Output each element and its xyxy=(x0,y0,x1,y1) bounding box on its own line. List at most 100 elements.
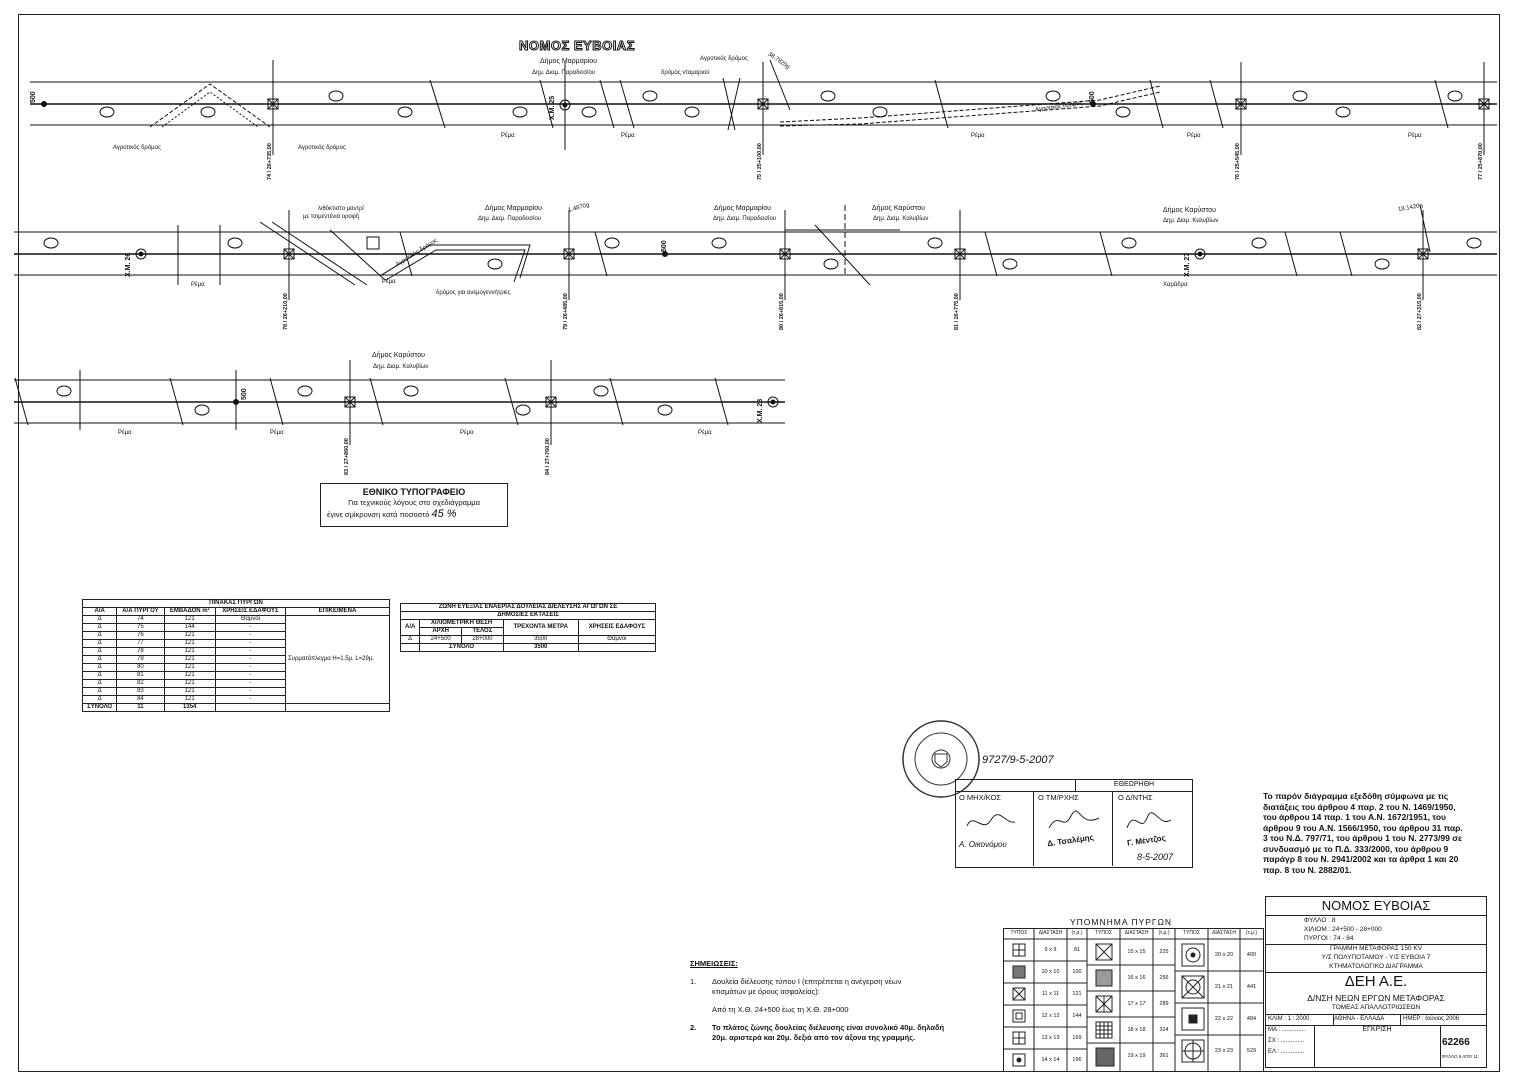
strip3-rema-3: Ρέμα xyxy=(460,430,474,436)
strip1-dromos-ntamar: δρόμος νταμαριού xyxy=(661,70,710,76)
zones-table: ΖΩΝΗ ΕΥΕΞΙΑΣ ΕΝΑΕΡΙΑΣ ΔΟΥΛΕΙΑΣ ΔΙΕΛΕΥΣΗΣ… xyxy=(399,603,657,652)
strip1-rema-1: Ρέμα xyxy=(501,133,515,139)
title-block: ΝΟΜΟΣ ΕΥΒΟΙΑΣ ΦΥΛΛΟ : 8 ΧΙΛΙΟΜ : 24+500 … xyxy=(1265,896,1487,1068)
strip3-rema-1: Ρέμα xyxy=(118,430,132,436)
strip2-dimos-d: Δήμος Καρύστου xyxy=(1163,207,1216,214)
strip2-km500: 500 xyxy=(661,240,668,252)
strip2-delta-markers xyxy=(43,237,1482,270)
notes-title: ΣΗΜΕΙΩΣΕΙΣ: xyxy=(690,959,738,968)
strip2-diam-a: Δημ. Διαμ. Παραδεισίου xyxy=(478,216,542,222)
strip1-agrotikos-left2: Αγροτικός δρόμος xyxy=(298,145,346,151)
strip1-km: Χ.Μ. 25 xyxy=(549,95,556,120)
strip2-rema-1: Ρέμα xyxy=(191,282,205,288)
tb-number: 62266 xyxy=(1442,1037,1470,1048)
strip2-rema-2: Ρέμα xyxy=(382,279,396,285)
tower-77-id: 77 / 25+870,00 xyxy=(1478,143,1484,180)
strip1-agrotikos-top: Αγροτικός δρόμος xyxy=(700,56,748,62)
strip1-tower-symbols xyxy=(41,98,1490,111)
strip1-rema-2: Ρέμα xyxy=(621,133,635,139)
strip2-km-b: Χ.Μ. 27 xyxy=(1184,252,1191,277)
strip1-lines xyxy=(30,59,1497,155)
strip3-rema-2: Ρέμα xyxy=(270,430,284,436)
strip3-km500: 500 xyxy=(241,388,248,400)
strip1-delta-markers xyxy=(99,90,1463,118)
strip2-dimos-a: Δήμος Μαρμαρίου xyxy=(485,205,543,212)
nomos-title: ΝΟΜΟΣ ΕΥΒΟΙΑΣ xyxy=(519,38,636,54)
typo-percent: 45 % xyxy=(431,508,457,520)
strip2-lines xyxy=(14,204,1497,300)
strip1-dimos-label: Δήμος Μαρμαρίου xyxy=(540,58,598,65)
strip2-xaradra: Χαράδρα xyxy=(1163,282,1188,288)
strip1-rema-3: Ρέμα xyxy=(971,133,985,139)
strip2-lithostrwto: λιθόκτιστο μαντρί xyxy=(318,206,364,212)
strip1-rema-5: Ρέμα xyxy=(1408,133,1422,139)
strip2-diam-c: Δημ. Διαμ. Καλυβίων xyxy=(873,216,929,222)
dnt-label: Ο Δ/ΝΤΗΣ xyxy=(1118,793,1153,802)
typo-title: ΕΘΝΙΚΟ ΤΥΠΟΓΡΑΦΕΙΟ xyxy=(362,487,466,497)
tower-83-id: 83 / 27+860,00 xyxy=(344,438,350,475)
zones-title1: ΖΩΝΗ ΕΥΕΞΙΑΣ ΕΝΑΕΡΙΑΣ ΔΟΥΛΕΙΑΣ ΔΙΕΛΕΥΣΗΣ… xyxy=(400,603,656,612)
strip2-km-a: Χ.Μ. 26 xyxy=(125,252,132,277)
legend-grid: ΤΥΠΟΣ ΔΙΑΣΤΑΣΗ (τ.μ.) ΤΥΠΟΣ ΔΙΑΣΤΑΣΗ (τ.… xyxy=(1003,928,1264,1072)
towers-table-title: ΠΙΝΑΚΑΣ ΠΥΡΓΩΝ xyxy=(82,599,390,608)
official-seal xyxy=(902,720,980,798)
strip3-dimos: Δήμος Καρύστου xyxy=(372,352,425,359)
typo-line1: Για τεχνικούς λόγους στο σχεδιάγραμμα xyxy=(348,498,480,507)
tb-nomos: ΝΟΜΟΣ ΕΥΒΟΙΑΣ xyxy=(1266,897,1486,916)
towers-table: ΠΙΝΑΚΑΣ ΠΥΡΓΩΝ Α/Α Α/Α ΠΥΡΓΟΥ ΕΜΒΑΔΟΝ m²… xyxy=(81,599,390,712)
strip3-rema-4: Ρέμα xyxy=(698,430,712,436)
notes-block: ΣΗΜΕΙΩΣΕΙΣ: 1.Δουλεία διέλευσης τύπου Ι … xyxy=(690,959,990,1043)
strip1-rema-4: Ρέμα xyxy=(1187,133,1201,139)
strip2-dimos-b: Δήμος Μαρμαρίου xyxy=(714,205,772,212)
strip3-km: Χ.Μ. 28 xyxy=(757,398,764,423)
tower-80-id: 80 / 26+815,00 xyxy=(779,293,785,330)
legal-notice: Το παρόν διάγραμμα εξεδόθη σύμφωνα με τι… xyxy=(1263,791,1463,875)
strip1-diam-label: Δημ. Διαμ. Παραδεισίου xyxy=(532,70,596,76)
tower-76-id: 76 / 25+545,00 xyxy=(1235,143,1241,180)
strip1-agrotikos-left1: Αγροτικός δρόμος xyxy=(113,145,161,151)
tower-81-id: 81 / 26+775,00 xyxy=(954,293,960,330)
epikeimena-text: Συρματόπλεγμα H=1.5μ. L=29μ. xyxy=(288,656,374,662)
strip1-km500-a: 500 xyxy=(30,91,37,103)
tower-79-id: 79 / 26+485,00 xyxy=(563,293,569,330)
typografeio-box: ΕΘΝΙΚΟ ΤΥΠΟΓΡΑΦΕΙΟ Για τεχνικούς λόγους … xyxy=(320,483,508,527)
approval-date: 8-5-2007 xyxy=(1137,852,1174,862)
zones-title2: ΔΗΜΟΣΙΕΣ ΕΚΤΑΣΕΙΣ xyxy=(400,611,656,620)
tower-82-id: 82 / 27+315,00 xyxy=(1417,293,1423,330)
strip3-lines xyxy=(14,360,785,445)
strip1-km500-b: 500 xyxy=(1089,91,1096,103)
tower-75-id: 75 / 25+100,00 xyxy=(757,143,763,180)
tm-label: Ο ΤΜ/ΡΧΗΣ xyxy=(1038,793,1079,802)
strip2-diam-d: Δημ. Διαμ. Καλυβίων xyxy=(1163,218,1219,224)
legend-symbols xyxy=(1004,929,1263,1071)
signatures xyxy=(966,810,1172,829)
approval-block: 9727/9-5-2007 ΕΘΕΩΡΗΘΗ Ο ΜΗΧ/ΚΟΣ Ο ΤΜ/ΡΧ… xyxy=(955,754,1193,868)
th-aa: Α/Α xyxy=(81,607,118,616)
legend-title: ΥΠΟΜΝΗΜΑ ΠΥΡΓΩΝ xyxy=(1070,917,1173,927)
th-epikeimena: ΕΠΙΚΕΙΜΕΝΑ xyxy=(285,607,390,616)
strip2-dromos-anemo: δρόμος για ανεμογεννήτριες xyxy=(436,290,511,296)
strip3-tower-symbols xyxy=(233,396,779,408)
th-emvadon: ΕΜΒΑΔΟΝ m² xyxy=(163,607,216,616)
strip2-diam-b: Δημ. Διαμ. Παραδεισίου xyxy=(713,216,777,222)
strip2-tower-symbols xyxy=(135,236,1429,260)
strip2-tsimento: με τσιμεντένια οροφή xyxy=(303,214,360,220)
route-drawings xyxy=(14,59,1497,445)
tower-78-id: 78 / 26+210,00 xyxy=(283,293,289,330)
tower-84-id: 84 / 27+760,00 xyxy=(545,438,551,475)
strip2-dimos-c: Δήμος Καρύστου xyxy=(872,205,925,212)
mhx-label: Ο ΜΗΧ/ΚΟΣ xyxy=(959,793,1001,802)
drawing-frame xyxy=(18,14,1500,1072)
th-xriseis: ΧΡΗΣΕΙΣ ΕΔΑΦΟΥΣ xyxy=(214,607,287,616)
tb-deh: ΔΕΗ Α.Ε. xyxy=(1344,973,1408,990)
approval-number: 9727/9-5-2007 xyxy=(982,754,1054,766)
th-aa-pyrgou: Α/Α ΠΥΡΓΟΥ xyxy=(116,607,165,616)
name1: Α. Οικονόμου xyxy=(959,840,1007,849)
tower-74-id: 74 / 26+735,00 xyxy=(267,143,273,180)
strip3-diam: Δημ. Διαμ. Καλυβίων xyxy=(373,364,429,370)
strip3-delta-markers xyxy=(56,385,673,416)
